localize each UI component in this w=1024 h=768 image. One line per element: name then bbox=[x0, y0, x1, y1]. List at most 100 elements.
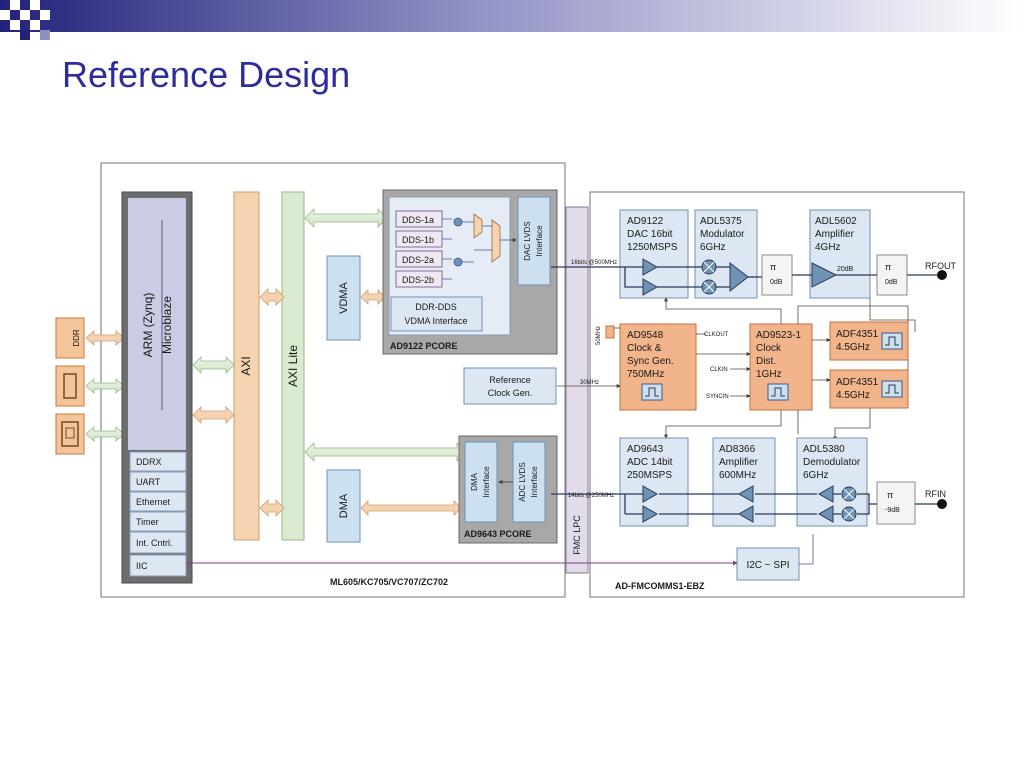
adc-bits: ADC 14bit bbox=[627, 457, 673, 468]
slide-corner-decoration bbox=[0, 0, 1024, 40]
adc-bus-label: 14bits @250MHz bbox=[568, 493, 614, 499]
dma-block bbox=[326, 469, 361, 543]
pad1-pi: π bbox=[770, 262, 776, 272]
clk-dist-name: AD9523-1 bbox=[756, 330, 801, 341]
pll2-name: ADF4351 bbox=[836, 377, 879, 388]
gain-20db-label: 20dB bbox=[837, 266, 854, 273]
video-port-icon bbox=[55, 365, 85, 407]
ddr-dds-vdma-interface bbox=[390, 296, 483, 332]
arm-core-area bbox=[128, 198, 186, 450]
tx-pad-1 bbox=[761, 254, 793, 296]
clk-50mhz-label: 50MHz bbox=[596, 326, 602, 345]
dma-if-label: DMA bbox=[470, 472, 479, 490]
syncin-label: SYNCIN bbox=[706, 394, 729, 400]
amp-tx-name: ADL5602 bbox=[815, 216, 857, 227]
dac-bus-label: 16bits @500MHz bbox=[571, 260, 617, 266]
ethernet-port-icon bbox=[55, 413, 85, 455]
i2c-spi-label: I2C ~ SPI bbox=[746, 560, 789, 571]
dds-combiner bbox=[442, 213, 517, 280]
pll2-freq: 4.5GHz bbox=[836, 390, 870, 401]
dac-bits: DAC 16bit bbox=[627, 229, 673, 240]
peripheral-list: DDRX UART Ethernet Timer Int. Cntrl. IIC bbox=[129, 451, 187, 577]
peripheral-ethernet: Ethernet bbox=[136, 497, 171, 507]
dma-label: DMA bbox=[338, 493, 350, 518]
pad3-pi: π bbox=[887, 490, 893, 500]
ad9643-pcore-label: AD9643 PCORE bbox=[464, 529, 532, 539]
vdma-label: VDMA bbox=[338, 281, 350, 313]
rx-signal-path bbox=[551, 493, 940, 515]
rfout-port-icon bbox=[937, 270, 947, 280]
clock-wiring bbox=[557, 297, 916, 441]
dac-lvds-label: DAC LVDS bbox=[523, 221, 532, 260]
rfin-label: RFIN bbox=[925, 489, 946, 499]
peripheral-timer: Timer bbox=[136, 517, 159, 527]
ad9122-pcore-label: AD9122 PCORE bbox=[390, 341, 458, 351]
ad9122-dac-block bbox=[619, 209, 689, 299]
amp-tx-type: Amplifier bbox=[815, 229, 855, 240]
arm-label: ARM (Zynq) bbox=[141, 293, 155, 358]
dac-rate: 1250MSPS bbox=[627, 242, 678, 253]
rx-components bbox=[642, 485, 947, 523]
adc-lvds-interface-label: Interface bbox=[530, 466, 539, 498]
clk-sync-name: AD9548 bbox=[627, 330, 664, 341]
clk-sync-l2: Clock & bbox=[627, 343, 662, 354]
amp-tx-freq: 4GHz bbox=[815, 242, 841, 253]
tx-signal-path bbox=[551, 266, 937, 288]
ad9523-waveform-icon bbox=[767, 383, 789, 401]
dds-1a: DDS-1a bbox=[402, 215, 434, 225]
demod-type: Demodulator bbox=[803, 457, 861, 468]
clk-sync-l3: Sync Gen. bbox=[627, 356, 674, 367]
clk-dist-l3: Dist. bbox=[756, 356, 776, 367]
vdma-block bbox=[326, 255, 361, 341]
pll1-name: ADF4351 bbox=[836, 329, 879, 340]
peripheral-uart: UART bbox=[136, 477, 161, 487]
50mhz-oscillator-icon bbox=[605, 325, 615, 339]
clkin-label: CLKIN bbox=[710, 367, 728, 373]
axi-label: AXI bbox=[239, 356, 253, 375]
axi-bus bbox=[233, 191, 260, 541]
mod-name: ADL5375 bbox=[700, 216, 742, 227]
clk-sync-l4: 750MHz bbox=[627, 369, 664, 380]
ad9643-adc-block bbox=[619, 437, 689, 527]
mod-freq: 6GHz bbox=[700, 242, 726, 253]
axi-lite-bus bbox=[281, 191, 305, 541]
tx-pad-2 bbox=[876, 254, 908, 296]
demod-freq: 6GHz bbox=[803, 470, 829, 481]
vdma-interface-label: VDMA Interface bbox=[404, 316, 467, 326]
arm-axi-arrows bbox=[192, 288, 285, 517]
microblaze-label: Microblaze bbox=[160, 296, 174, 354]
demod-name: ADL5380 bbox=[803, 444, 845, 455]
tx-components bbox=[642, 258, 947, 296]
rfin-port-icon bbox=[937, 499, 947, 509]
pll1-freq: 4.5GHz bbox=[836, 342, 870, 353]
dma-if-interface-label: Interface bbox=[482, 466, 491, 498]
adc-name: AD9643 bbox=[627, 444, 664, 455]
peripheral-iic: IIC bbox=[136, 561, 148, 571]
fmc-lpc-label: FMC LPC bbox=[572, 515, 582, 555]
amp-rx-freq: 600MHz bbox=[719, 470, 756, 481]
clkout-label: CLKOUT bbox=[704, 332, 729, 338]
pll2-waveform-icon bbox=[881, 380, 903, 398]
pad1-val: 0dB bbox=[770, 279, 783, 286]
clk-dist-l2: Clock bbox=[756, 343, 782, 354]
ref-clk-l2: Clock Gen. bbox=[488, 388, 533, 398]
page-title: Reference Design bbox=[62, 54, 351, 95]
clk-30mhz-label: 30MHz bbox=[580, 380, 599, 386]
dds-2a: DDS-2a bbox=[402, 255, 434, 265]
dac-name: AD9122 bbox=[627, 216, 664, 227]
dma-interface bbox=[464, 441, 498, 523]
ref-clk-l1: Reference bbox=[489, 375, 531, 385]
amp-rx-type: Amplifier bbox=[719, 457, 759, 468]
ddr-connector-icon: DDR bbox=[55, 317, 85, 359]
rx-pad bbox=[876, 481, 916, 525]
dds-2b: DDS-2b bbox=[402, 275, 434, 285]
adc-rate: 250MSPS bbox=[627, 470, 672, 481]
mod-type: Modulator bbox=[700, 229, 745, 240]
ad9548-waveform-icon bbox=[641, 383, 663, 401]
dds-1b: DDS-1b bbox=[402, 235, 434, 245]
axi-lite-label: AXI Lite bbox=[286, 345, 300, 387]
dac-lvds-interface-label: Interface bbox=[535, 225, 544, 257]
clk-dist-l4: 1GHz bbox=[756, 369, 782, 380]
ddr-label: DDR bbox=[72, 329, 81, 347]
